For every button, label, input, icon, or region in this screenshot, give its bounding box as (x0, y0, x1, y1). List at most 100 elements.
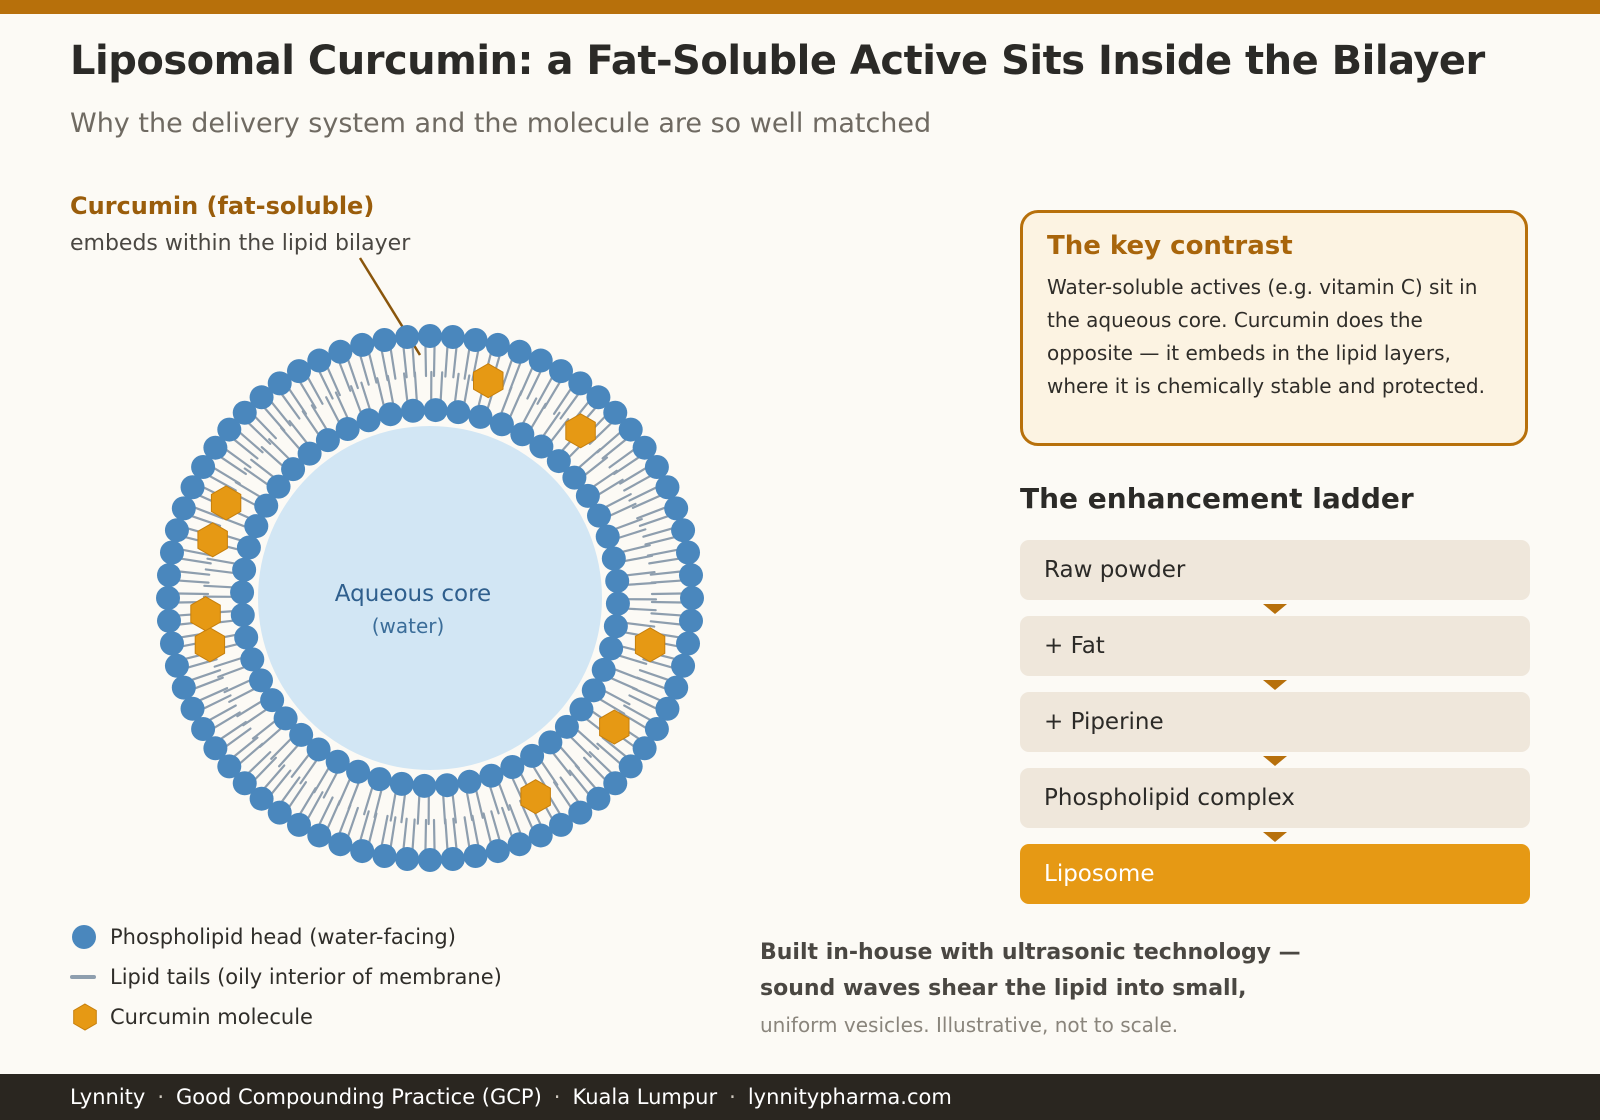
phospholipid-head (457, 769, 482, 794)
lipid-tail (260, 446, 284, 467)
phospholipid-head (171, 496, 196, 521)
phospholipid-head (549, 812, 573, 837)
curcumin-molecule (520, 779, 551, 815)
phospholipid-head (446, 400, 471, 425)
lipid-tail (178, 570, 211, 576)
lipid-tail (234, 481, 262, 498)
lipid-tail (247, 421, 272, 445)
lipid-tail (247, 751, 272, 775)
phospholipid-head (266, 474, 291, 499)
lipid-tail (402, 817, 408, 850)
phospholipid-head (306, 737, 331, 762)
lipid-tail (413, 371, 418, 402)
lipid-tail (552, 781, 572, 809)
lipid-tail (628, 694, 658, 710)
lipid-tail (359, 810, 370, 842)
phospholipid-head (240, 647, 265, 672)
phospholipid-head (618, 417, 643, 442)
phospholipid-head (655, 696, 680, 721)
lipid-tail (299, 759, 318, 785)
lipid-tail (280, 426, 301, 451)
lipid-tail (521, 397, 538, 425)
phospholipid-head (230, 603, 255, 628)
key-contrast-box: The key contrast Water-soluble actives (… (1020, 210, 1528, 446)
lipid-tail (179, 557, 212, 565)
lipid-tail (368, 352, 378, 384)
phospholipid-head (435, 773, 460, 798)
lipid-tail (619, 711, 648, 730)
lipid-tail (334, 391, 349, 420)
phospholipid-head (546, 449, 571, 474)
lipid-tail (508, 804, 522, 835)
lipid-tail (280, 776, 301, 803)
lipid-tail (614, 518, 643, 531)
phospholipid-head (244, 514, 269, 539)
curcumin-molecule (190, 596, 221, 632)
lipid-tail (411, 818, 416, 851)
phospholipid-head (605, 568, 630, 593)
phospholipid-head (644, 455, 669, 479)
ladder-arrow-icon (1263, 680, 1287, 690)
footer-separator: · (553, 1085, 561, 1109)
note-line-3: uniform vesicles. Illustrative, not to s… (760, 1013, 1179, 1037)
curcumin-molecule (634, 627, 666, 663)
phospholipid-head (468, 404, 493, 429)
lipid-tail (213, 657, 243, 668)
phospholipid-head (586, 385, 611, 410)
phospholipid-head (191, 455, 216, 479)
lipid-tail (376, 377, 385, 407)
lipid-tail (318, 370, 334, 400)
lipid-tail (576, 729, 600, 750)
lipid-tail (193, 676, 224, 690)
phospholipid-head (601, 546, 626, 571)
phospholipid-head (230, 580, 255, 605)
lipid-tail (310, 404, 328, 431)
lipid-tail (596, 742, 622, 765)
phospholipid-head (191, 717, 216, 741)
lipid-tail (424, 344, 428, 378)
phospholipid-head (664, 675, 689, 700)
legend-label: Curcumin molecule (110, 1005, 313, 1029)
note-line-1: Built in-house with ultrasonic technolog… (760, 940, 1301, 965)
phospholipid-head (418, 324, 442, 348)
phospholipid-head (510, 422, 535, 447)
lipid-tail (451, 793, 457, 824)
phospholipid-head (679, 608, 704, 633)
legend-item-head: Phospholipid head (water-facing) (70, 922, 590, 952)
phospholipid-head (520, 743, 545, 768)
phospholipid-head (538, 730, 563, 755)
lipid-tail (552, 751, 572, 777)
lipid-tail (501, 358, 514, 390)
phospholipid-head (236, 535, 261, 560)
curcumin-molecule (599, 709, 630, 745)
phospholipid-head (664, 496, 689, 521)
lipid-tail (313, 766, 330, 794)
lipid-tail (465, 791, 474, 822)
phospholipid-head (500, 755, 525, 780)
lipid-tail (471, 814, 480, 847)
lipid-tail (536, 376, 554, 405)
phospholipid-head (400, 398, 425, 423)
lipid-tail (609, 677, 638, 691)
lipid-tail (219, 456, 247, 476)
phospholipid-head (267, 371, 292, 396)
lipid-tail (649, 570, 682, 576)
phospholipid-head (367, 767, 392, 792)
lipid-tail (258, 727, 283, 748)
phospholipid-head (479, 763, 504, 788)
lipid-tail (648, 557, 681, 565)
phospholipid-head (418, 848, 442, 872)
lipid-tail (568, 769, 590, 796)
lipid-tail (621, 544, 651, 553)
lipid-tail (574, 764, 597, 790)
phospholipid-head (217, 417, 242, 442)
lipid-tail (475, 789, 484, 819)
phospholipid-head (671, 518, 696, 543)
production-note: Built in-house with ultrasonic technolog… (760, 935, 1320, 1043)
phospholipid-head (581, 678, 606, 703)
lipid-tail (650, 592, 684, 596)
curcumin-molecule (210, 485, 242, 521)
lipid-tail (181, 548, 214, 557)
lipid-tail (325, 396, 341, 424)
